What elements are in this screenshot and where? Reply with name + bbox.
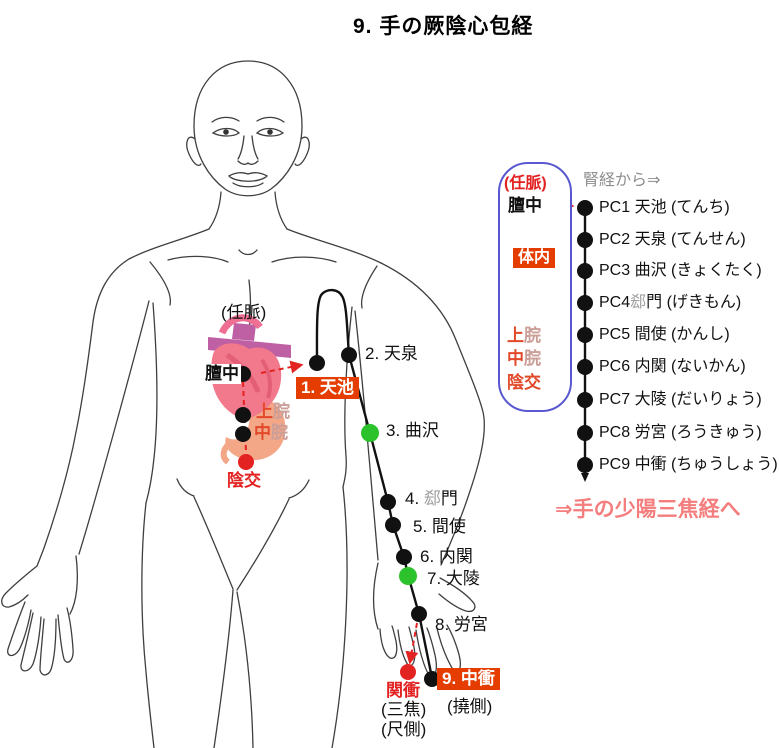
list-item-pc8: PC8 労宮 (ろうきゅう): [599, 421, 762, 445]
body-danchu-label: 膻中: [203, 364, 241, 384]
page-title: 9. 手の厥陰心包経: [353, 15, 534, 38]
point-label-pc2: 2. 天泉: [365, 344, 418, 363]
panel-chuuwan-pre: 中: [507, 349, 524, 368]
panel-jouwan-gray-char: 脘: [524, 326, 541, 345]
list-dot-pc6: [577, 359, 593, 375]
list-item-pc9: PC9 中衝 (ちゅうしょう): [599, 453, 778, 477]
sanshou-note-label: (三焦): [381, 700, 427, 719]
body-vessel-label: (任脈): [221, 303, 267, 322]
acupoint-chuuwan: [235, 426, 251, 442]
acupoint-pc2-tensen: [341, 347, 357, 363]
body-inkou-label: 陰交: [227, 471, 261, 490]
panel-vessel-label: (任脈): [504, 175, 547, 192]
list-header-kidney-meridian: 腎経から⇒: [583, 172, 661, 189]
next-meridian-flow-label: ⇒手の少陽三焦経へ: [555, 498, 741, 521]
panel-jouwan-label: 上脘: [507, 326, 541, 346]
conception-vessel-panel: [498, 162, 572, 412]
list-item-pc3: PC3 曲沢 (きょくたく): [599, 259, 762, 283]
acupoint-pc3-kyokutaku: [361, 424, 379, 442]
point-label-pc9-highlight: 9. 中衝: [437, 668, 500, 690]
panel-chuuwan-label: 中脘: [507, 349, 541, 369]
list-dot-pc1: [577, 200, 593, 216]
list-dot-pc7: [577, 392, 593, 408]
kanshou-label: 関衝: [386, 681, 420, 700]
list-dot-pc9: [577, 457, 593, 473]
point-label-pc4-pre: 4.: [405, 489, 424, 508]
list-item-text: PC3 曲沢 (きょくたく): [599, 262, 762, 279]
list-dot-pc2: [577, 232, 593, 248]
point-label-pc7: 7. 大陵: [427, 569, 480, 588]
list-item-text: PC8 労宮 (ろうきゅう): [599, 424, 762, 441]
list-item-text: PC5 間使 (かんし): [599, 326, 730, 343]
tousoku-note-label: (撓側): [447, 697, 493, 716]
panel-jouwan-pre: 上: [507, 326, 524, 345]
list-item-gray-char: 郄: [630, 294, 647, 311]
point-label-pc8: 8. 労宮: [435, 615, 488, 634]
panel-chuuwan-gray-char: 脘: [524, 349, 541, 368]
list-dot-pc8: [577, 425, 593, 441]
list-item-pc5: PC5 間使 (かんし): [599, 323, 730, 347]
acupoint-pc7-dairyou: [399, 567, 417, 585]
body-jouwan-pre: 上: [256, 402, 273, 421]
list-item-pc4: PC4郄門 (げきもん): [599, 291, 741, 315]
acupoint-pc5-kanshi: [385, 517, 401, 533]
list-item-text: PC7 大陵 (だいりょう): [599, 391, 762, 408]
list-item-text: PC4: [599, 294, 631, 311]
list-item-pc6: PC6 内関 (ないかん): [599, 355, 746, 379]
list-item-text: PC9 中衝 (ちゅうしょう): [599, 456, 778, 473]
panel-tainai-badge: 体内: [513, 248, 556, 269]
list-item-pc7: PC7 大陵 (だいりょう): [599, 388, 762, 412]
list-item-text: PC6 内関 (ないかん): [599, 358, 746, 375]
body-jouwan-label: 上脘: [256, 402, 290, 422]
list-dot-pc4: [577, 295, 593, 311]
list-item-pc2: PC2 天泉 (てんせん): [599, 228, 746, 252]
body-chuuwan-gray-char: 脘: [271, 423, 288, 442]
point-label-pc4: 4. 郄門: [405, 489, 458, 509]
acupoint-inkou: [238, 454, 254, 470]
heart-stomach-illustration: [208, 314, 291, 465]
body-chuuwan-label: 中脘: [254, 423, 288, 443]
list-item-text: 門 (げきもん): [646, 294, 742, 311]
body-chuuwan-pre: 中: [254, 423, 271, 442]
panel-inkou-label: 陰交: [507, 373, 541, 392]
point-label-pc6: 6. 内関: [420, 547, 473, 566]
list-item-text: PC1 天池 (てんち): [599, 199, 730, 216]
point-label-pc4-post: 門: [440, 489, 458, 508]
body-sketch: [1, 60, 485, 748]
body-jouwan-gray-char: 脘: [273, 402, 290, 421]
list-item-text: PC2 天泉 (てんせん): [599, 231, 746, 248]
panel-danchu-label: 膻中: [508, 196, 542, 215]
acupoint-pc6-naikan: [396, 549, 412, 565]
acupoint-pc4-gekimon: [380, 494, 396, 510]
acupoint-jouwan: [235, 407, 251, 423]
point-label-pc1-highlight: 1. 天池: [296, 377, 359, 399]
body-acupoints: [235, 347, 440, 687]
list-item-pc1: PC1 天池 (てんち): [599, 196, 730, 220]
list-dot-pc3: [577, 263, 593, 279]
acupoint-kanshou: [400, 664, 416, 680]
acupoint-pc9-chuushou: [424, 671, 440, 687]
point-label-pc4-gray-char: 郄: [423, 489, 441, 508]
list-dot-pc5: [577, 327, 593, 343]
shakusoku-note-label: (尺側): [381, 720, 427, 739]
point-label-pc5: 5. 間使: [413, 517, 466, 536]
acupoint-pc8-rouguu: [411, 606, 427, 622]
point-label-pc3: 3. 曲沢: [386, 421, 439, 440]
acupoint-pc1-tenchi: [309, 355, 325, 371]
list-acupoints: [577, 200, 593, 473]
meridian-path: [315, 288, 434, 679]
